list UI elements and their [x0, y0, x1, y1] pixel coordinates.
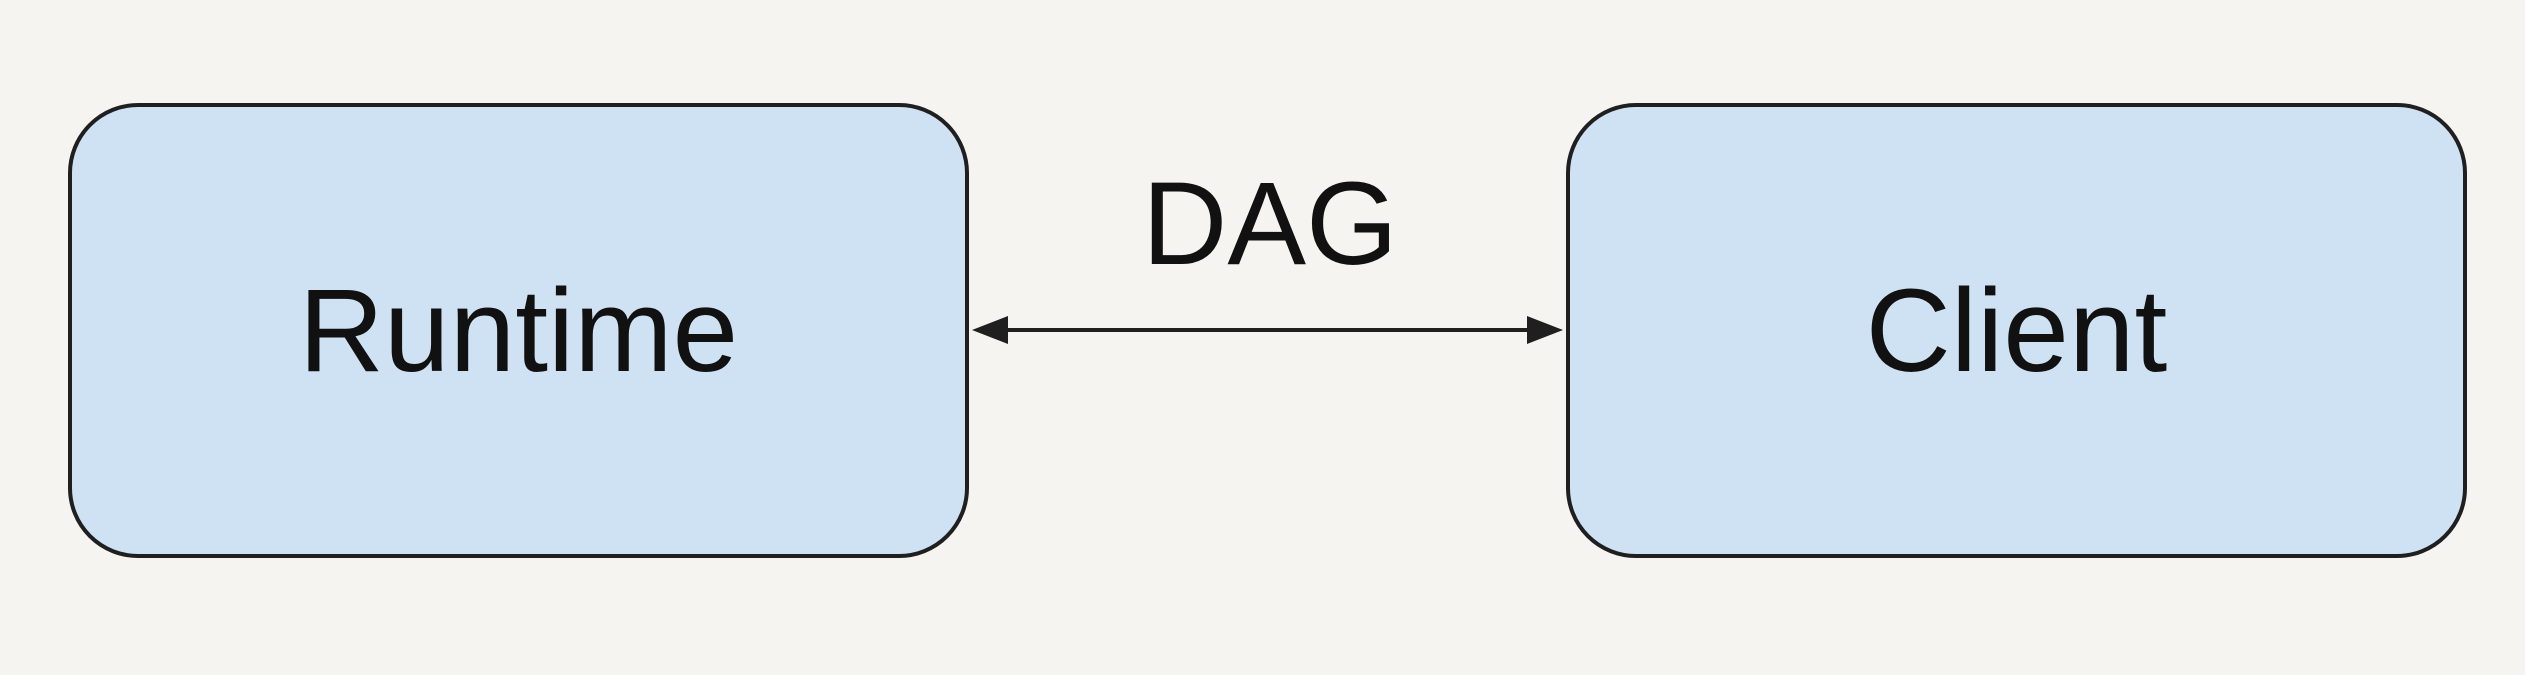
runtime-label: Runtime [298, 264, 739, 397]
client-label: Client [1865, 264, 2168, 397]
arrowhead-right-icon [1527, 316, 1563, 344]
client-node: Client [1566, 103, 2467, 558]
runtime-node: Runtime [68, 103, 969, 558]
dag-edge-label: DAG [1142, 158, 1398, 290]
arrowhead-left-icon [972, 316, 1008, 344]
